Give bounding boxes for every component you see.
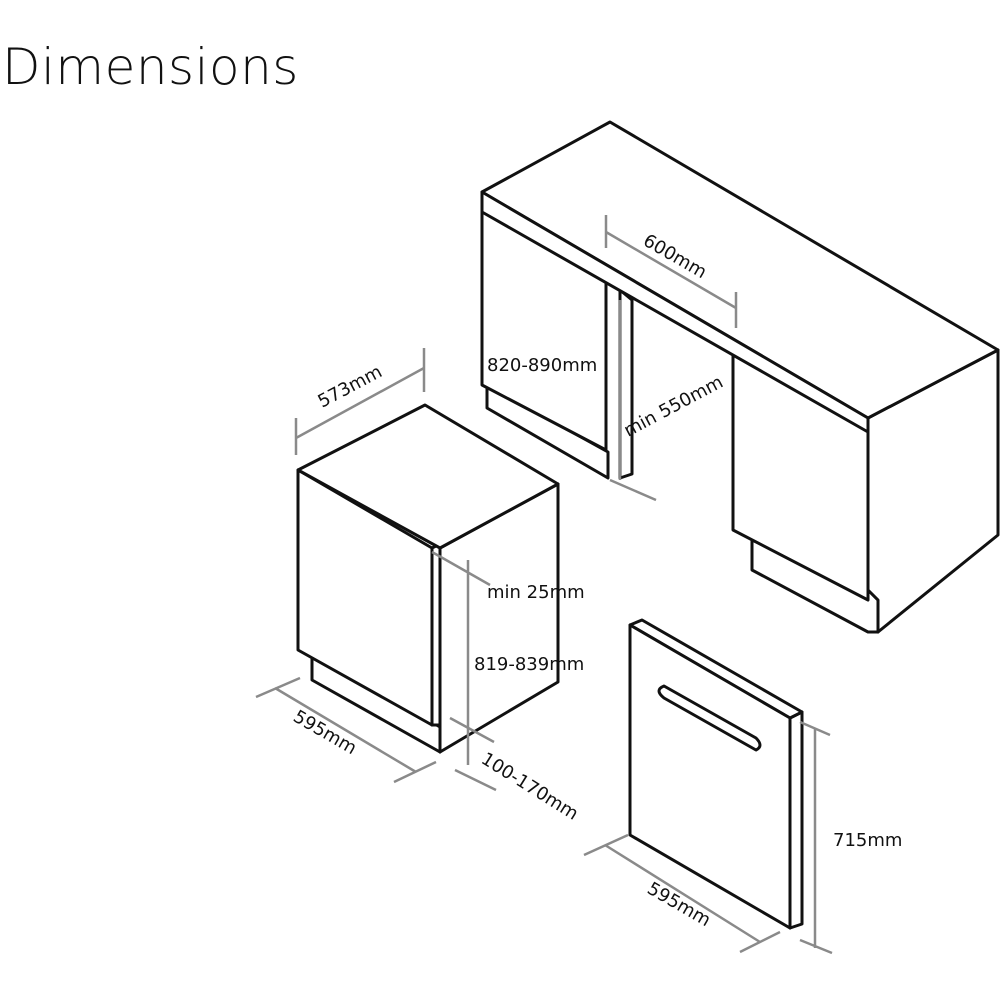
top-clearance-label: min 25mm — [487, 582, 585, 603]
dishwasher-door-panel — [628, 618, 804, 930]
page-title: Dimensions — [2, 38, 299, 96]
niche-height-label: 820-890mm — [487, 355, 597, 376]
door-handle — [657, 684, 762, 752]
niche-depth-label: min 550mm — [620, 372, 726, 442]
door-height-label: 715mm — [833, 830, 902, 851]
appliance-height-label: 819-839mm — [474, 654, 584, 675]
door-width-label: 595mm — [644, 878, 715, 931]
plinth-height-label: 100-170mm — [477, 748, 582, 824]
dimension-lines — [255, 215, 833, 955]
appliance-depth-label: 573mm — [314, 361, 385, 412]
dishwasher-body — [296, 403, 560, 754]
kitchen-cabinet-unit — [480, 120, 1000, 634]
